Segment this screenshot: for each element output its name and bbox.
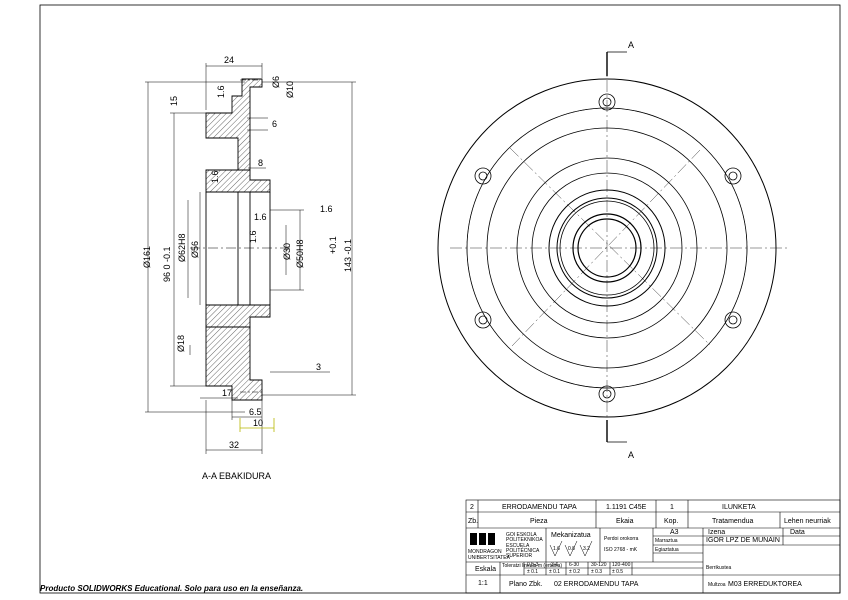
tolerance-highlight [239,418,275,432]
dim-phi62h8: Ø62H8 [177,233,187,262]
tol-h4: 30-120 [591,562,607,568]
roughness-3: 3.2 [583,546,590,552]
dim-10: 10 [253,418,263,428]
section-mark-top: A [628,40,634,50]
logo-sub5: SUPERIOR [506,553,533,559]
roughness-symbols [549,540,593,557]
tol-h2: 3-6 [551,562,558,568]
row2-pieza: Pieza [530,518,548,525]
tol-h1: 0,5-3 [527,562,539,568]
dim-6-5: 6.5 [249,407,262,417]
sheet-size: A3 [670,529,679,536]
perdoi-value: ISO 2768 - mK [604,547,638,553]
data-label: Data [790,529,805,536]
section-mark-bottom: A [628,450,634,460]
tol-v1: ± 0.1 [527,569,538,575]
roughness-1: 1.6 [553,546,560,552]
logo-sub1: GOI ESKOLA [506,532,537,538]
mondragon-logo: MONDRAGON UNIBERTSITATEA GOI ESKOLA POLI… [468,532,543,561]
dim-1-6-e: 1.6 [320,204,333,214]
dim-32: 32 [229,440,239,450]
row1-pieza: ERRODAMENDU TAPA [502,504,577,511]
tol-v4: ± 0.3 [591,569,602,575]
dim-3: 3 [316,362,321,372]
dim-15: 15 [169,96,179,106]
tol-h3: 6-30 [569,562,579,568]
row1-material: 1.1191 C45E [606,504,647,511]
row2-ekaia: Ekaia [616,518,634,525]
dim-143: 143 -0.1 [343,239,353,272]
row1-zb: 2 [470,504,474,511]
dim-phi10: Ø10 [285,81,295,98]
marraztua-label: Marraztua [655,538,678,544]
dim-phi56: Ø56 [190,241,200,258]
row1-tratamendua: ILUNKETA [722,504,756,511]
dim-phi161: Ø161 [142,246,152,268]
dim-plus01: +0.1 [328,236,338,254]
multzoa-value: M03 ERREDUKTOREA [728,581,802,588]
plano-label: Plano Zbk. [509,581,543,588]
row2-kop: Kop. [664,518,678,525]
row2-lehen: Lehen neurriak [784,518,831,525]
dim-phi50h8: Ø50H8 [295,239,305,268]
marraztua-value: IGOR LPZ DE MUNAIN [706,537,780,544]
dim-1-6-d: 1.6 [248,230,258,243]
logo-sub6: UNIBERTSITATEA [468,555,511,561]
eskala-value: 1:1 [478,580,488,587]
dim-6: 6 [272,119,277,129]
multzoa-label: Multzoa [708,582,726,588]
section-view-title: A-A EBAKIDURA [202,471,271,481]
dim-phi6: Ø6 [271,76,281,88]
roughness-2: 0.8 [568,546,575,552]
row2-zb: Zb. [468,518,478,525]
front-view [437,51,790,443]
row1-kop: 1 [670,504,674,511]
section-view [190,78,290,401]
logo-sub4: POLITÉCNICA [506,547,540,554]
dim-96: 96 0 -0.1 [162,246,172,282]
row2-tratamendua: Tratamendua [712,518,753,525]
dim-phi18: Ø18 [176,335,186,352]
dim-1-6-a: 1.6 [216,85,226,98]
tol-label: Toleratzi lineala m (ertaina) [502,563,562,569]
dim-1-6-c: 1.6 [254,212,267,222]
dim-1-6-b: 1.6 [210,170,220,183]
tol-v3: ± 0.2 [569,569,580,575]
dim-phi30: Ø30 [282,243,292,260]
dim-8: 8 [258,158,263,168]
dim-17: 17 [222,388,232,398]
dim-24: 24 [224,55,234,65]
logo-sub2: POLITEKNIKOA [506,537,543,543]
title-block [465,499,841,594]
eskala-label: Eskala [475,566,496,573]
tol-v5: ± 0.5 [612,569,623,575]
section-dimension-lines [145,63,356,454]
plano-value: 02 ERRODAMENDU TAPA [554,581,639,588]
tol-v2: ± 0.1 [549,569,560,575]
perdoi-label: Perdoi orokorra [604,536,639,542]
mekanizatua-label: Mekanizatua [551,532,591,539]
logo-sub3: ESCUELA [506,543,530,549]
egiaztatua-label: Egiaztatua [655,547,679,553]
berrikustea-label: Berrikustea [706,565,732,571]
educational-watermark: Producto SOLIDWORKS Educational. Solo pa… [40,584,304,593]
sheet-border [39,4,841,594]
izena-label: Izena [708,529,725,536]
logo-name: MONDRAGON [468,549,502,555]
tol-h5: 120-400 [612,562,631,568]
